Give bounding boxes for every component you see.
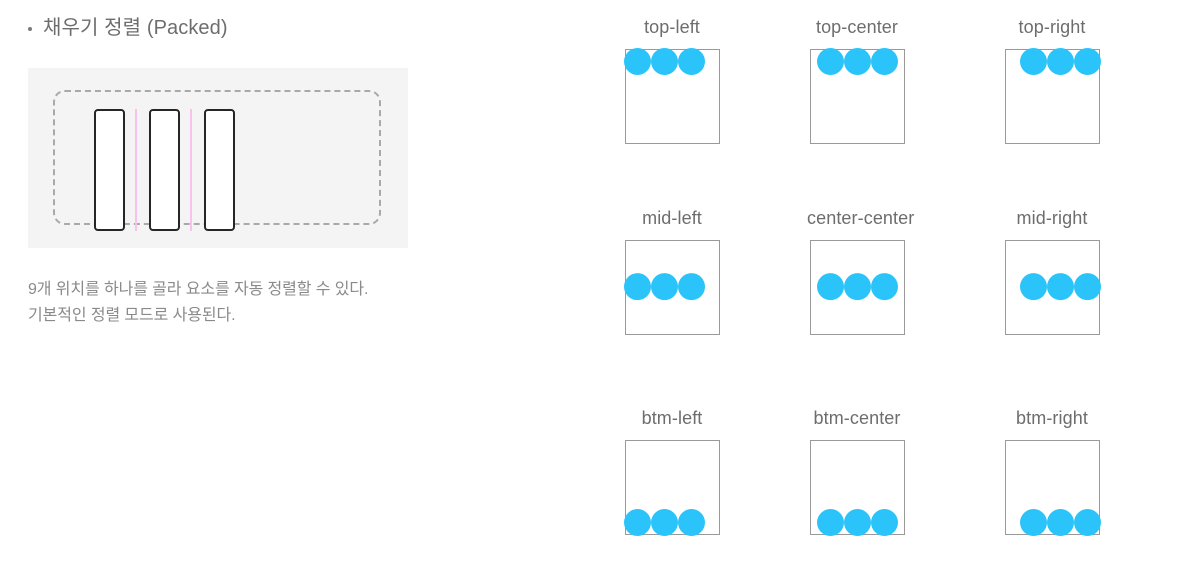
alignment-dot-row <box>816 48 898 75</box>
alignment-dot <box>843 48 871 75</box>
alignment-dot-row <box>623 509 705 536</box>
alignment-dot <box>816 272 844 300</box>
alignment-dot <box>816 48 844 75</box>
alignment-cell-btm-right[interactable]: btm-right <box>1002 407 1102 536</box>
alignment-dot <box>870 48 898 75</box>
alignment-dot <box>650 272 678 300</box>
alignment-preview-box[interactable] <box>1004 48 1101 144</box>
alignment-dot-row <box>623 48 705 75</box>
alignment-preview-box[interactable] <box>1004 440 1101 536</box>
alignment-dot <box>870 272 898 300</box>
alignment-cell-top-right[interactable]: top-right <box>1002 16 1102 144</box>
alignment-preview-box[interactable] <box>623 48 720 144</box>
packed-illustration-panel <box>28 68 408 248</box>
alignment-dot <box>1019 48 1047 75</box>
alignment-cell-label: btm-left <box>641 408 703 428</box>
alignment-dot <box>1046 48 1074 75</box>
description-line-1: 9개 위치를 하나를 골라 요소를 자동 정렬할 수 있다. <box>28 281 369 298</box>
alignment-dot <box>677 48 705 75</box>
description-text: 9개 위치를 하나를 골라 요소를 자동 정렬할 수 있다. 기본적인 정렬 모… <box>28 277 548 329</box>
alignment-dot <box>1019 509 1047 536</box>
alignment-dot <box>1046 272 1074 300</box>
alignment-cell-mid-left[interactable]: mid-left <box>622 207 722 335</box>
alignment-cell-label: top-right <box>1018 17 1086 37</box>
alignment-cell-label: top-left <box>644 17 700 37</box>
alignment-dot <box>623 509 651 536</box>
alignment-cell-label: center-center <box>807 208 915 228</box>
alignment-preview-box[interactable] <box>1004 240 1101 335</box>
alignment-dot <box>623 48 651 75</box>
alignment-cell-mid-right[interactable]: mid-right <box>1002 207 1102 335</box>
alignment-dot-row <box>1019 48 1101 75</box>
alignment-cell-top-left[interactable]: top-left <box>622 16 722 144</box>
alignment-dot <box>650 48 678 75</box>
alignment-cell-label: btm-right <box>1016 408 1088 428</box>
packed-item-rect-2 <box>149 109 180 231</box>
packed-item-rect-1 <box>94 109 125 231</box>
alignment-dot <box>623 272 651 300</box>
alignment-dot <box>1073 48 1101 75</box>
alignment-cell-label: mid-left <box>642 208 702 228</box>
alignment-dot <box>1073 509 1101 536</box>
alignment-dot <box>870 509 898 536</box>
alignment-cell-top-center[interactable]: top-center <box>807 16 907 144</box>
alignment-dot <box>843 509 871 536</box>
alignment-preview-box[interactable] <box>809 48 905 144</box>
alignment-dot <box>816 509 844 536</box>
alignment-cell-btm-left[interactable]: btm-left <box>622 407 722 536</box>
alignment-dot-row <box>1019 509 1101 536</box>
alignment-cell-label: mid-right <box>1016 208 1088 228</box>
alignment-dot <box>677 509 705 536</box>
packed-item-rect-3 <box>204 109 235 231</box>
alignment-dot-row <box>1019 272 1101 300</box>
alignment-dot-row <box>816 272 898 300</box>
dashed-container-outline <box>53 90 381 231</box>
alignment-dot <box>1046 509 1074 536</box>
alignment-dot-row <box>623 272 705 300</box>
alignment-dot-row <box>816 509 898 536</box>
packed-alignment-section: 채우기 정렬 (Packed) 9개 위치를 하나를 골라 요소를 자동 정렬할… <box>0 0 560 566</box>
alignment-preview-box[interactable] <box>623 440 720 536</box>
alignment-dot <box>1019 272 1047 300</box>
bullet-point-icon <box>28 27 32 31</box>
alignment-dot <box>677 272 705 300</box>
alignment-dot <box>1073 272 1101 300</box>
packed-gap-divider-2 <box>190 109 192 231</box>
alignment-position-grid: top-left top-center top-right mid-left cente… <box>600 0 1185 566</box>
description-line-2: 기본적인 정렬 모드로 사용된다. <box>28 307 236 324</box>
alignment-cell-label: btm-center <box>813 408 901 428</box>
page-title: 채우기 정렬 (Packed) <box>28 14 228 42</box>
alignment-dot <box>650 509 678 536</box>
heading-label: 채우기 정렬 (Packed) <box>43 17 228 39</box>
alignment-preview-box[interactable] <box>623 240 720 335</box>
alignment-cell-center-center[interactable]: center-center <box>807 207 915 335</box>
alignment-dot <box>843 272 871 300</box>
alignment-cell-label: top-center <box>815 17 899 37</box>
alignment-cell-btm-center[interactable]: btm-center <box>807 407 907 536</box>
alignment-preview-box[interactable] <box>809 240 905 335</box>
packed-gap-divider-1 <box>135 109 137 231</box>
alignment-preview-box[interactable] <box>809 440 905 536</box>
